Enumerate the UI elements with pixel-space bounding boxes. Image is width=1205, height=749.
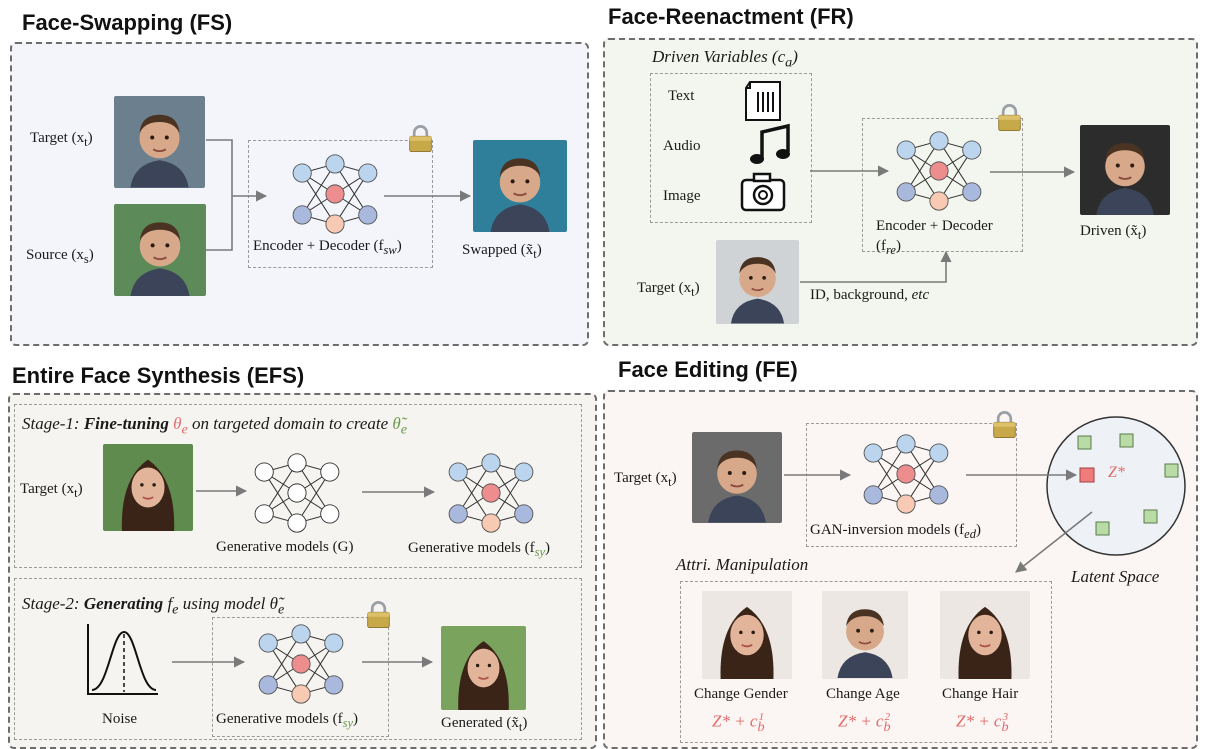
efs-stage2-heading: Stage-2: Generating fe using model θ̃e bbox=[22, 594, 285, 618]
efs-stage1-heading: Stage-1: Fine-tuning θe on targeted doma… bbox=[22, 414, 408, 438]
fr-input-audio-label: Audio bbox=[663, 138, 701, 154]
fs-title: Face-Swapping (FS) bbox=[22, 10, 233, 35]
attri-manipulation-box bbox=[680, 581, 1052, 743]
latent-space-label: Latent Space bbox=[1071, 567, 1160, 586]
music-note-icon bbox=[750, 123, 790, 164]
fs-model-box bbox=[248, 140, 433, 268]
fe-model-label: GAN-inversion models (fed) bbox=[810, 522, 981, 541]
change-gender-label: Change Gender bbox=[694, 686, 788, 702]
fr-title: Face-Reenactment (FR) bbox=[608, 4, 854, 29]
change-hair-formula: Z* + cb3 bbox=[956, 711, 1009, 736]
fr-output-label: Driven (x̃t) bbox=[1080, 223, 1147, 242]
fs-target-label: Target (xt) bbox=[30, 130, 93, 149]
efs-generated-face-image bbox=[441, 626, 526, 710]
change-gender-formula: Z* + cb1 bbox=[712, 711, 765, 736]
change-age-formula: Z* + cb2 bbox=[838, 711, 891, 736]
fs-source-label: Source (xs) bbox=[26, 247, 94, 266]
efs-gen-model-fsy-label: Generative models (fsy) bbox=[408, 540, 551, 559]
efs-stage2-model-box bbox=[212, 617, 389, 737]
gaussian-noise-icon bbox=[87, 624, 158, 695]
efs-gen-model-g-label: Generative models (G) bbox=[216, 539, 354, 555]
efs-stage1-box bbox=[14, 404, 582, 568]
efs-noise-label: Noise bbox=[102, 711, 137, 727]
fs-target-face-image bbox=[114, 96, 205, 188]
efs-target-face-image bbox=[103, 444, 193, 531]
efs-gen-model2-label: Generative models (fsy) bbox=[216, 711, 359, 730]
fs-output-label: Swapped (x̃t) bbox=[462, 242, 542, 261]
fe-title: Face Editing (FE) bbox=[618, 357, 798, 382]
fr-input-text-label: Text bbox=[668, 88, 695, 104]
camera-icon bbox=[740, 172, 786, 212]
fr-model-label-line2: (fre) bbox=[876, 238, 901, 257]
fs-model-label: Encoder + Decoder (fsw) bbox=[253, 238, 402, 257]
efs-target-label: Target (xt) bbox=[20, 481, 83, 500]
z-star-label: Z* bbox=[1108, 464, 1125, 481]
efs-stage2-box bbox=[14, 578, 582, 740]
document-icon bbox=[745, 81, 781, 121]
fr-id-note: ID, background, etc bbox=[810, 287, 930, 303]
change-hair-label: Change Hair bbox=[942, 686, 1019, 702]
fe-model-box bbox=[806, 423, 1017, 547]
change-hair-face-image bbox=[940, 591, 1030, 679]
change-age-label: Change Age bbox=[826, 686, 900, 702]
attri-manipulation-label: Attri. Manipulation bbox=[676, 555, 809, 574]
fe-target-label: Target (xt) bbox=[614, 470, 677, 489]
change-age-face-image bbox=[822, 591, 908, 679]
change-gender-face-image bbox=[702, 591, 792, 679]
fr-model-label-line1: Encoder + Decoder bbox=[876, 218, 993, 234]
fs-swapped-face-image bbox=[473, 140, 567, 232]
fr-target-label: Target (xt) bbox=[637, 280, 700, 299]
efs-title: Entire Face Synthesis (EFS) bbox=[12, 363, 305, 388]
fr-driven-face-image bbox=[1080, 125, 1170, 215]
efs-output-label: Generated (x̃t) bbox=[441, 715, 528, 734]
fr-target-face-image bbox=[716, 240, 799, 324]
fr-driven-variables-label: Driven Variables (ca) bbox=[652, 47, 798, 71]
fs-source-face-image bbox=[114, 204, 206, 296]
fe-target-face-image bbox=[692, 432, 782, 523]
fr-input-image-label: Image bbox=[663, 188, 701, 204]
fr-driven-box bbox=[650, 73, 812, 223]
